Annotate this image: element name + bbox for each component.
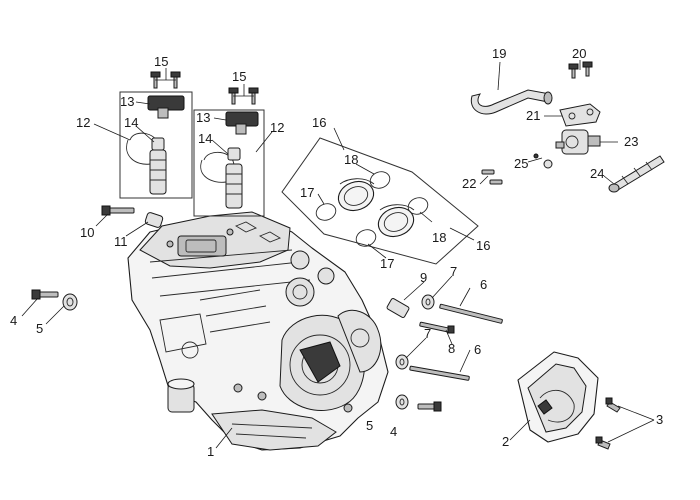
callout-21: 21 xyxy=(526,108,540,123)
spacer-9 xyxy=(386,298,410,318)
callout-6-upper: 6 xyxy=(480,277,487,292)
intake-boot-lower xyxy=(377,204,415,238)
intake-group-frame xyxy=(281,137,479,265)
callout-20: 20 xyxy=(572,46,586,61)
callout-12-right: 12 xyxy=(270,120,284,135)
callout-labels: 1 2 3 4 5 10 11 12 12 13 13 14 14 15 15 … xyxy=(10,46,663,459)
callout-9: 9 xyxy=(420,270,427,285)
engine-assembly xyxy=(127,211,389,451)
breather-hose xyxy=(470,89,553,115)
air-valve-hose xyxy=(608,155,665,193)
callout-5-lower: 5 xyxy=(366,418,373,433)
hose-clamps xyxy=(315,171,429,247)
callout-1: 1 xyxy=(207,444,214,459)
callout-17-upper: 17 xyxy=(300,185,314,200)
spacer-5-lower xyxy=(395,394,409,410)
ignition-coil-right xyxy=(193,109,265,217)
left-mount-bolt xyxy=(31,289,59,300)
callout-4-lower: 4 xyxy=(390,424,397,439)
callout-15-left: 15 xyxy=(154,54,168,69)
callout-13-right: 13 xyxy=(196,110,210,125)
valve-bracket xyxy=(559,103,601,127)
sprocket-cover xyxy=(517,351,599,443)
washer-7-lower xyxy=(395,354,409,370)
callout-5-left: 5 xyxy=(36,321,43,336)
callout-13-left: 13 xyxy=(120,94,134,109)
callout-12-left: 12 xyxy=(76,115,90,130)
callout-14-left: 14 xyxy=(124,115,138,130)
callout-22: 22 xyxy=(462,176,476,191)
through-bolt-6-lower xyxy=(409,365,470,381)
callout-2: 2 xyxy=(502,434,509,449)
leader-lines xyxy=(21,60,655,449)
callout-7-upper: 7 xyxy=(450,264,457,279)
callout-7-lower: 7 xyxy=(424,326,431,341)
air-valve xyxy=(555,129,601,155)
ignition-coil-bolts-left xyxy=(150,71,181,89)
callout-10: 10 xyxy=(80,225,94,240)
callout-23: 23 xyxy=(624,134,638,149)
callout-25: 25 xyxy=(514,156,528,171)
left-spacer xyxy=(62,293,78,311)
callout-14-right: 14 xyxy=(198,131,212,146)
callout-6-lower: 6 xyxy=(474,342,481,357)
collar-spacer xyxy=(144,212,164,228)
callout-19: 19 xyxy=(492,46,506,61)
through-bolt-6-upper xyxy=(439,303,503,324)
callout-15-right: 15 xyxy=(232,69,246,84)
ignition-coil-left xyxy=(119,91,193,199)
long-bolt xyxy=(101,205,135,216)
bolt-4-lower xyxy=(417,401,442,412)
intake-boot-upper xyxy=(337,178,375,212)
ignition-coil-bolts-right xyxy=(228,87,259,105)
small-collar-25 xyxy=(533,153,553,169)
callout-16-upper: 16 xyxy=(312,115,326,130)
small-bolts-22 xyxy=(481,169,503,185)
callout-24: 24 xyxy=(590,166,604,181)
callout-3: 3 xyxy=(656,412,663,427)
sprocket-cover-bolts xyxy=(595,397,621,450)
callout-4-left: 4 xyxy=(10,313,17,328)
callout-8: 8 xyxy=(448,341,455,356)
bolt-8 xyxy=(419,321,455,334)
callout-16-lower: 16 xyxy=(476,238,490,253)
callout-18-lower: 18 xyxy=(432,230,446,245)
callout-17-lower: 17 xyxy=(380,256,394,271)
callout-18-upper: 18 xyxy=(344,152,358,167)
washer-7-upper xyxy=(421,294,435,310)
callout-11: 11 xyxy=(114,234,128,249)
bracket-bolts xyxy=(568,61,593,79)
